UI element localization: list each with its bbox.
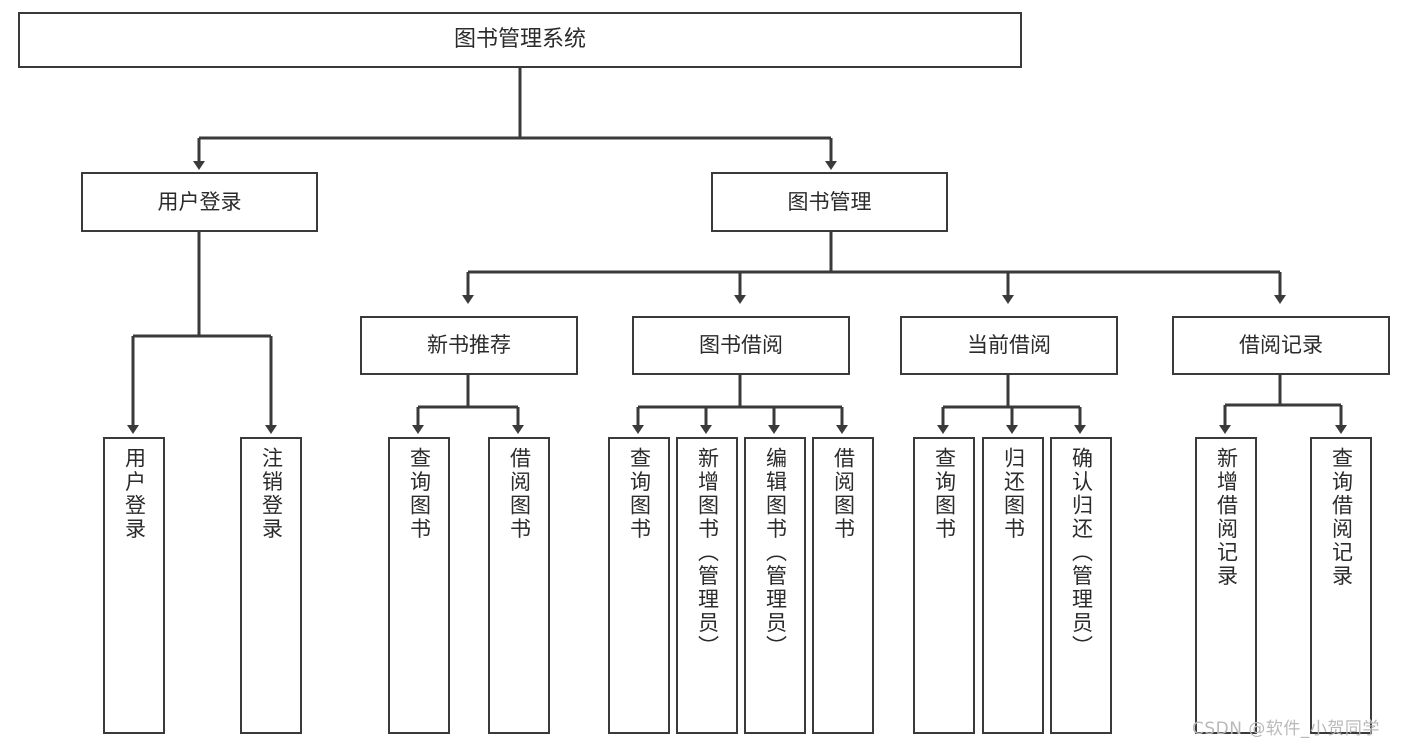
node-leaf-query-book-3-label: 查询图书 [932, 447, 957, 541]
node-leaf-query-book-3[interactable]: 查询图书 [913, 437, 975, 734]
node-leaf-edit-book-label: 编辑图书（管理员） [763, 447, 788, 659]
node-leaf-borrow-book-2-label: 借阅图书 [831, 447, 856, 541]
node-leaf-user-logout[interactable]: 注销登录 [240, 437, 302, 734]
node-leaf-query-book-1-label: 查询图书 [407, 447, 432, 541]
node-root-label: 图书管理系统 [453, 27, 586, 53]
node-book-borrow[interactable]: 图书借阅 [632, 316, 850, 375]
node-leaf-borrow-book-2[interactable]: 借阅图书 [812, 437, 874, 734]
node-leaf-confirm-return[interactable]: 确认归还（管理员） [1050, 437, 1112, 734]
node-user-login[interactable]: 用户登录 [81, 172, 318, 232]
node-leaf-query-record[interactable]: 查询借阅记录 [1310, 437, 1372, 734]
node-leaf-query-book-2-label: 查询图书 [627, 447, 652, 541]
node-leaf-query-record-label: 查询借阅记录 [1329, 447, 1354, 588]
node-book-borrow-label: 图书借阅 [699, 333, 783, 358]
node-new-book-rec-label: 新书推荐 [427, 333, 511, 358]
node-leaf-user-login-label: 用户登录 [122, 447, 147, 541]
node-user-login-label: 用户登录 [157, 189, 242, 214]
node-leaf-confirm-return-label: 确认归还（管理员） [1069, 447, 1094, 659]
node-leaf-query-book-2[interactable]: 查询图书 [608, 437, 670, 734]
node-leaf-return-book-label: 归还图书 [1001, 447, 1026, 541]
watermark: CSDN @软件_小贺同学 [1192, 719, 1380, 739]
node-leaf-borrow-book-1[interactable]: 借阅图书 [488, 437, 550, 734]
node-borrow-record-label: 借阅记录 [1239, 333, 1323, 358]
node-root[interactable]: 图书管理系统 [18, 12, 1022, 68]
node-current-borrow[interactable]: 当前借阅 [900, 316, 1118, 375]
node-leaf-add-record[interactable]: 新增借阅记录 [1195, 437, 1257, 734]
node-leaf-borrow-book-1-label: 借阅图书 [507, 447, 532, 541]
node-leaf-user-logout-label: 注销登录 [259, 447, 284, 541]
node-leaf-add-record-label: 新增借阅记录 [1214, 447, 1239, 588]
node-leaf-query-book-1[interactable]: 查询图书 [388, 437, 450, 734]
node-current-borrow-label: 当前借阅 [967, 333, 1051, 358]
node-new-book-rec[interactable]: 新书推荐 [360, 316, 578, 375]
node-book-manage[interactable]: 图书管理 [711, 172, 948, 232]
node-book-manage-label: 图书管理 [787, 189, 872, 214]
node-leaf-return-book[interactable]: 归还图书 [982, 437, 1044, 734]
node-leaf-user-login[interactable]: 用户登录 [103, 437, 165, 734]
node-leaf-edit-book[interactable]: 编辑图书（管理员） [744, 437, 806, 734]
node-borrow-record[interactable]: 借阅记录 [1172, 316, 1390, 375]
node-leaf-add-book-label: 新增图书（管理员） [695, 447, 720, 659]
node-leaf-add-book[interactable]: 新增图书（管理员） [676, 437, 738, 734]
